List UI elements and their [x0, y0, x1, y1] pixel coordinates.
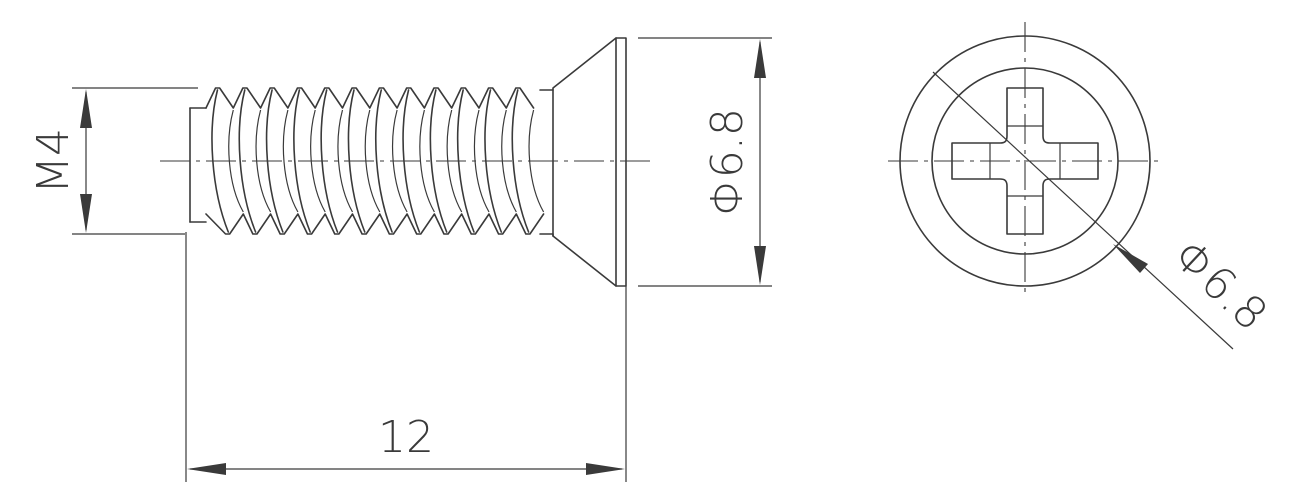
thread-root-line — [337, 109, 354, 213]
thread-helix-lines — [211, 89, 530, 233]
head-diameter-label: Φ6.8 — [702, 108, 753, 216]
thread-root-line — [446, 109, 463, 213]
m4-arrow-bottom — [80, 194, 92, 233]
thread-root-line — [473, 109, 490, 213]
thread-helix-line — [320, 89, 339, 233]
diameter-arrow — [1113, 244, 1148, 273]
thread-helix-line — [347, 89, 366, 233]
screw-tip-chamfer — [189, 107, 207, 223]
thread-root-lines — [228, 109, 545, 213]
length-dimension: 12 — [185, 232, 627, 482]
thread-root-line — [391, 109, 408, 213]
length-arrow-left — [187, 463, 226, 475]
thread-root-line — [364, 109, 381, 213]
thread-helix-line — [238, 89, 257, 233]
length-arrow-right — [586, 463, 625, 475]
diameter-leader-line — [932, 71, 1234, 350]
head-diameter-dimension: Φ6.8 — [638, 37, 772, 287]
head-top-face — [615, 37, 627, 287]
thread-crest-bottom — [205, 213, 545, 235]
thread-helix-line — [293, 89, 311, 233]
thread-dimension: M4 — [28, 87, 198, 235]
head-arrow-top — [754, 39, 766, 78]
m4-arrow-top — [80, 89, 92, 128]
top-diameter-label: Φ6.8 — [1163, 230, 1277, 341]
phillips-recess — [951, 87, 1099, 235]
thread-root-line — [419, 109, 435, 213]
countersunk-head — [539, 37, 617, 287]
length-label: 12 — [378, 412, 434, 463]
screw-side-view — [160, 37, 655, 287]
thread-root-line — [310, 109, 326, 213]
thread-helix-line — [511, 89, 530, 233]
thread-root-line — [501, 109, 517, 213]
m4-extension-lines — [72, 87, 198, 235]
thread-crest-top — [205, 87, 535, 109]
thread-root-line — [282, 109, 299, 213]
thread-helix-line — [429, 89, 448, 233]
head-extension-lines — [638, 37, 772, 287]
thread-root-line — [255, 109, 272, 213]
thread-helix-line — [456, 89, 475, 233]
thread-root-line — [528, 109, 545, 213]
thread-root-line — [228, 109, 244, 213]
thread-helix-line — [211, 89, 230, 233]
thread-helix-line — [265, 89, 284, 233]
thread-helix-line — [375, 89, 393, 233]
m4-label: M4 — [28, 128, 79, 194]
screw-top-view — [888, 22, 1162, 298]
head-arrow-bottom — [754, 246, 766, 285]
thread-helix-line — [402, 89, 421, 233]
thread-helix-line — [484, 89, 503, 233]
